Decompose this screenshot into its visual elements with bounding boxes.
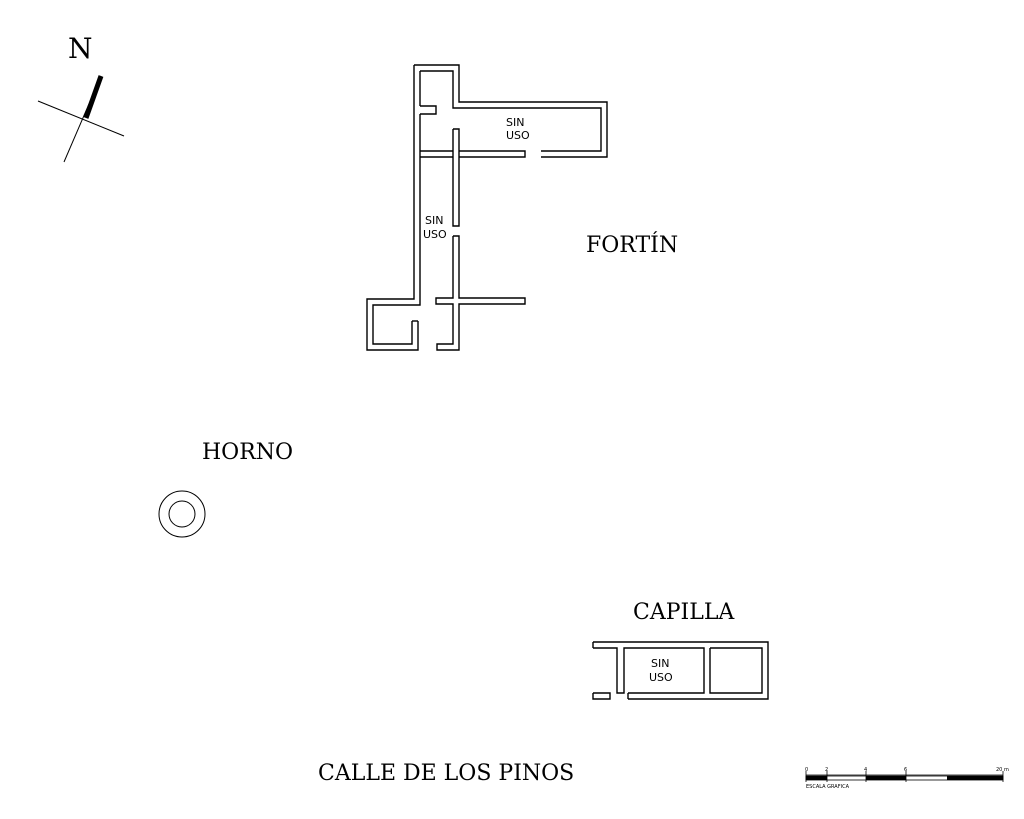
fortin-upper-room-label-line2: USO [506,129,530,142]
fortin-title: FORTÍN [586,231,678,258]
north-arrow-icon [37,75,125,163]
fortin-upper-room-label-line1: SIN [506,116,524,129]
scale-tick-0: 0 [805,767,808,773]
north-arrow: N [37,32,125,163]
fortin-lower-room-label-line2: USO [423,228,447,241]
scale-tick-4: 20 m [996,767,1009,773]
horno-title: HORNO [202,440,293,465]
fortin-walls [366,64,608,351]
capilla-room-label-line2: USO [649,671,673,684]
oven-circle-icon [158,490,206,538]
north-letter: N [68,32,93,65]
scale-tick-2: 4 [864,767,867,773]
scale-caption: ESCALA GRAFICA [806,784,850,790]
fortin-lower-room-label-line1: SIN [425,214,443,227]
graphic-scale: 0 2 4 6 20 m ESCALA GRAFICA [805,767,1009,790]
capilla-title: CAPILLA [633,600,735,625]
capilla-room-label-line1: SIN [651,657,669,670]
street-name: CALLE DE LOS PINOS [318,761,574,786]
scale-tick-3: 6 [904,767,907,773]
capilla-walls [592,641,769,700]
scale-tick-1: 2 [825,767,828,773]
